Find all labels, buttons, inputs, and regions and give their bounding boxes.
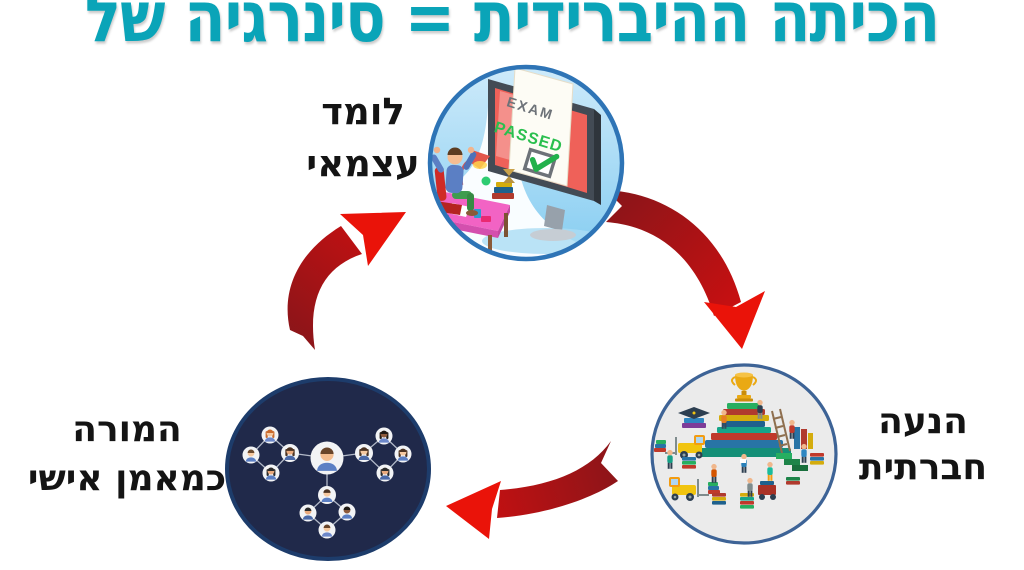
label-line: חברתית — [858, 447, 988, 488]
teacher-network-illustration — [225, 377, 431, 561]
avatar-icons — [242, 426, 412, 539]
forklift-icons — [654, 435, 720, 501]
social-motivation-illustration — [650, 363, 838, 545]
label-line: כמאמן אישי — [27, 458, 227, 499]
exam-passed-illustration: EXAM PASSED — [427, 64, 625, 262]
crowd-of-people-icons — [667, 399, 807, 497]
label-social-motivation: הנעה חברתית — [828, 399, 1018, 491]
label-line: עצמאי — [306, 142, 420, 185]
graduation-cap-icon — [678, 407, 710, 428]
label-independent-learner: לומד עצמאי — [268, 86, 458, 190]
label-teacher-coach: המורה כמאמן אישי — [4, 405, 250, 503]
handcart-icon — [758, 481, 776, 500]
book-stack-icons — [682, 453, 824, 509]
arrow-social-to-teacher-icon — [446, 441, 618, 539]
arrow-learner-to-social-icon — [606, 190, 765, 349]
trophy-icon — [731, 372, 757, 402]
book-tower-icon — [697, 403, 791, 457]
label-line: לומד — [321, 90, 405, 133]
label-line: המורה — [72, 409, 182, 450]
book-stairs-icon — [776, 427, 813, 471]
learner-circle-border — [427, 64, 625, 262]
social-circle-border — [650, 363, 838, 545]
arrow-teacher-to-learner-icon — [287, 212, 406, 350]
checkmark-box-icon — [522, 147, 560, 179]
slide-title: הכיתה ההיברידית = סינרגיה של — [84, 0, 941, 59]
label-line: הנעה — [878, 401, 968, 442]
exam-sheet: EXAM PASSED — [492, 69, 574, 187]
ladder-icon — [771, 408, 791, 454]
